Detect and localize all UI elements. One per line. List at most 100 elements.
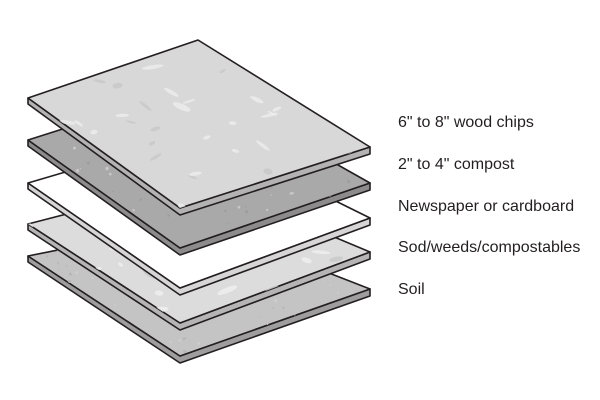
speck [169,340,172,344]
chip-fleck [28,76,49,79]
speck [36,292,39,295]
speck [32,326,35,329]
chip-fleck [188,171,202,176]
chip-fleck [263,168,273,175]
chip-fleck [74,316,82,323]
speck [311,334,313,336]
speck [197,342,200,345]
chip-fleck [176,40,183,45]
speck [363,160,367,164]
speck [81,344,84,347]
chip-fleck [309,67,318,74]
speck [139,198,142,201]
chip-fleck [319,83,332,89]
label-newspaper: Newspaper or cardboard [398,198,575,215]
chip-fleck [296,47,315,52]
speck [350,328,353,331]
chip-fleck [125,120,137,124]
speck [106,320,109,323]
speck [67,279,71,284]
chip-fleck [329,256,344,263]
speck [53,338,57,342]
speck [87,161,90,165]
speck [29,268,32,272]
speck [322,280,325,282]
chip-fleck [148,141,156,146]
speck [133,303,135,306]
label-wood-chips: 6" to 8" wood chips [398,114,534,131]
chip-fleck [72,64,80,71]
speck [42,209,46,212]
speck [244,205,247,208]
speck [267,323,269,326]
chip-fleck [357,158,370,173]
speck [28,162,31,165]
label-sod: Sod/weeds/compostables [398,239,581,256]
speck [284,344,287,347]
chip-fleck [139,101,152,112]
chip-fleck [99,40,115,45]
speck [337,96,340,99]
speck [273,299,278,303]
speck [35,161,38,164]
chip-fleck [358,265,367,273]
speck [282,306,285,310]
speck [79,315,83,319]
speck [68,272,72,276]
speck [28,286,30,289]
chip-fleck [93,79,106,84]
speck [73,146,76,150]
chip-fleck [59,119,76,125]
chip-fleck [150,153,162,161]
chip-fleck [111,53,119,60]
chip-fleck [90,129,98,135]
chip-fleck [272,106,282,112]
speck [31,158,35,163]
speck [57,268,60,270]
speck [329,284,332,286]
speck [336,291,339,294]
speck [360,115,364,119]
speck [29,322,32,325]
speck [289,192,292,195]
speck [75,169,80,173]
chip-fleck [182,99,195,104]
speck [43,346,47,350]
chip-fleck [150,126,161,132]
wood-chips-layer-top [27,39,371,209]
speck [343,163,346,166]
speck [365,305,369,309]
speck [79,167,81,170]
speck [167,214,170,217]
chip-fleck [228,121,237,126]
speck [108,320,110,323]
speck [297,87,301,91]
chip-fleck [70,73,85,78]
speck [362,233,364,236]
speck [105,166,109,171]
chip-fleck [154,290,164,296]
speck [255,349,259,353]
speck [57,261,60,264]
speck [245,210,249,214]
chip-fleck [115,113,130,118]
chip-fleck [136,44,144,51]
chip-fleck [56,59,74,65]
chip-fleck [231,148,240,153]
chip-fleck [188,175,198,180]
speck [355,302,358,305]
chip-fleck [202,135,211,140]
chip-fleck [217,285,238,295]
speck [237,205,241,209]
speck [357,86,360,89]
chip-fleck [172,102,191,112]
chip-fleck [74,120,84,127]
chip-fleck [47,44,66,56]
speck [114,303,117,306]
speck [69,318,74,322]
speck [132,209,135,212]
speck [260,316,262,318]
chip-fleck [246,51,264,66]
label-compost: 2" to 4" compost [398,156,515,173]
